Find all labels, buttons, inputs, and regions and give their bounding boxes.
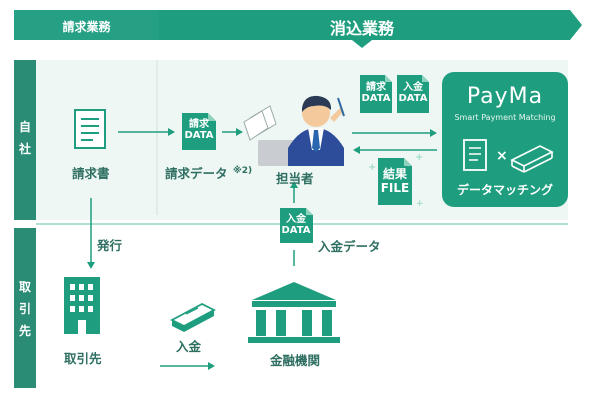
header-main-title: 消込業務 [329, 19, 394, 38]
deposit-data-doc-text: 入金 DATA [396, 82, 430, 104]
issue-label: 発行 [97, 238, 123, 253]
payma-caption: データマッチング [456, 183, 553, 197]
invoice-data-doc-text: 請求 DATA [182, 119, 216, 141]
deposit-data-doc-up-text: 入金 DATA [279, 214, 313, 236]
result-file-doc-text: 結果 FILE [378, 167, 412, 195]
times-icon: × [496, 148, 508, 164]
payma-box [442, 72, 568, 207]
header-left-tab: 請求業務 [62, 20, 111, 34]
svg-text:+: + [368, 162, 376, 173]
deposit-data-doc-icon [397, 75, 429, 113]
partner-char-1: 取 [18, 280, 31, 294]
own-company-char-2: 社 [18, 142, 31, 156]
payma-tagline: Smart Payment Matching [454, 113, 556, 122]
invoice-data-doc-line1: 請求 [189, 119, 209, 130]
money-bundle-icon [170, 302, 216, 332]
result-file-doc-icon [378, 158, 412, 205]
svg-text:+: + [416, 199, 424, 209]
partner-building-icon [64, 277, 100, 334]
deposit-data-doc-line1: 入金 [403, 82, 423, 93]
deposit-data-doc-up-line1: 入金 [286, 214, 306, 225]
person-in-charge-icon [243, 95, 345, 166]
invoice-data-doc2-line1: 請求 [366, 82, 386, 93]
header-left-tab-bg [14, 10, 159, 40]
payma-cash-icon [510, 145, 554, 173]
deposit-data-doc-up-icon [280, 208, 313, 243]
invoice-data-doc-line2: DATA [184, 130, 214, 141]
partner-char-2: 引 [18, 302, 31, 316]
own-company-char-1: 自 [18, 120, 31, 134]
invoice-doc-icon [74, 109, 106, 149]
partner-bar [14, 228, 36, 388]
deposit-label: 入金 [176, 339, 202, 354]
result-file-line1: 結果 [382, 167, 407, 181]
invoice-data-doc2-icon [360, 75, 392, 113]
header-main-bg [159, 10, 582, 40]
header-pointer [352, 40, 372, 48]
person-in-charge-label: 担当者 [276, 171, 314, 186]
bank-icon [248, 282, 340, 343]
partner-char-3: 先 [18, 324, 31, 338]
deposit-data-doc-up-line2: DATA [281, 225, 311, 236]
deposit-data-doc-line2: DATA [398, 93, 428, 104]
payma-logo: PayMa [466, 84, 544, 109]
invoice-label: 請求書 [72, 166, 110, 181]
own-company-bar [14, 60, 36, 220]
result-file-line2: FILE [380, 181, 410, 195]
note-ref: ※2) [233, 166, 253, 176]
svg-text:+: + [415, 152, 423, 163]
own-company-label: 自 社 [15, 116, 35, 160]
bank-label: 金融機関 [270, 353, 321, 368]
invoice-data-doc2-text: 請求 DATA [359, 82, 393, 104]
payma-doc-icon [463, 139, 487, 171]
invoice-data-label: 請求データ [165, 166, 228, 181]
invoice-data-doc-icon [182, 113, 216, 150]
partner-label: 取引先 [64, 351, 102, 366]
deposit-data-label: 入金データ [318, 239, 381, 254]
sparkle-icons: + + + [368, 152, 424, 209]
partner-section-label: 取 引 先 [15, 276, 35, 342]
invoice-data-doc2-line2: DATA [361, 93, 391, 104]
